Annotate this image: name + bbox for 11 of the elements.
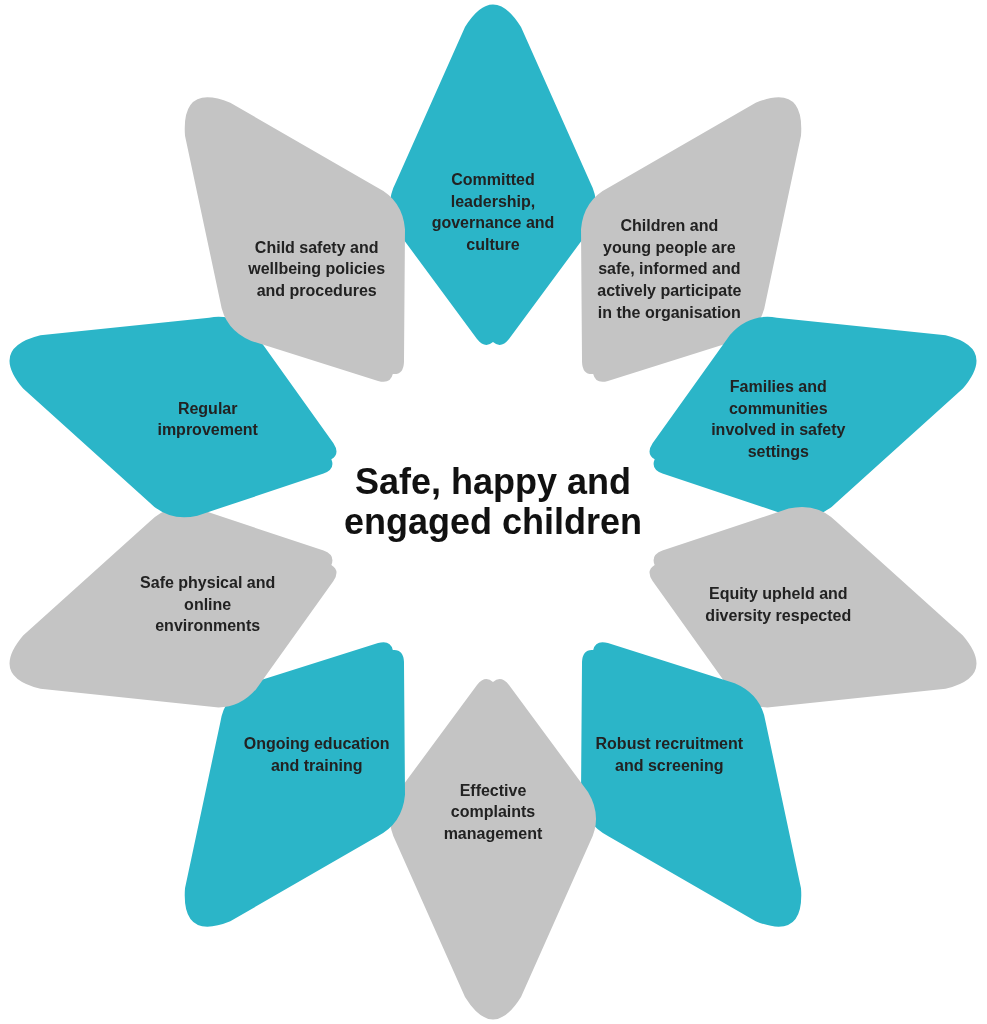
- petal-text: Equity upheld and diversity respected: [704, 584, 853, 626]
- petal-text: Ongoing education and training: [242, 734, 391, 776]
- petal-text: Robust recruitment and screening: [594, 734, 745, 776]
- petal-text: Effective complaints management: [442, 780, 544, 844]
- petal-text: Regular improvement: [156, 398, 259, 441]
- petal-text: Families and communities involved in safety settings: [710, 377, 847, 463]
- petal-text: Safe physical and online environments: [139, 573, 277, 637]
- center-heading: Safe, happy and engaged children: [343, 462, 643, 542]
- petal-text: Children and young people are safe, informed and actively participate in the organisation: [596, 216, 743, 323]
- petal-text: Committed leadership, governance and culture: [430, 170, 556, 255]
- petal-text: Child safety and wellbeing policies and procedures: [247, 237, 387, 301]
